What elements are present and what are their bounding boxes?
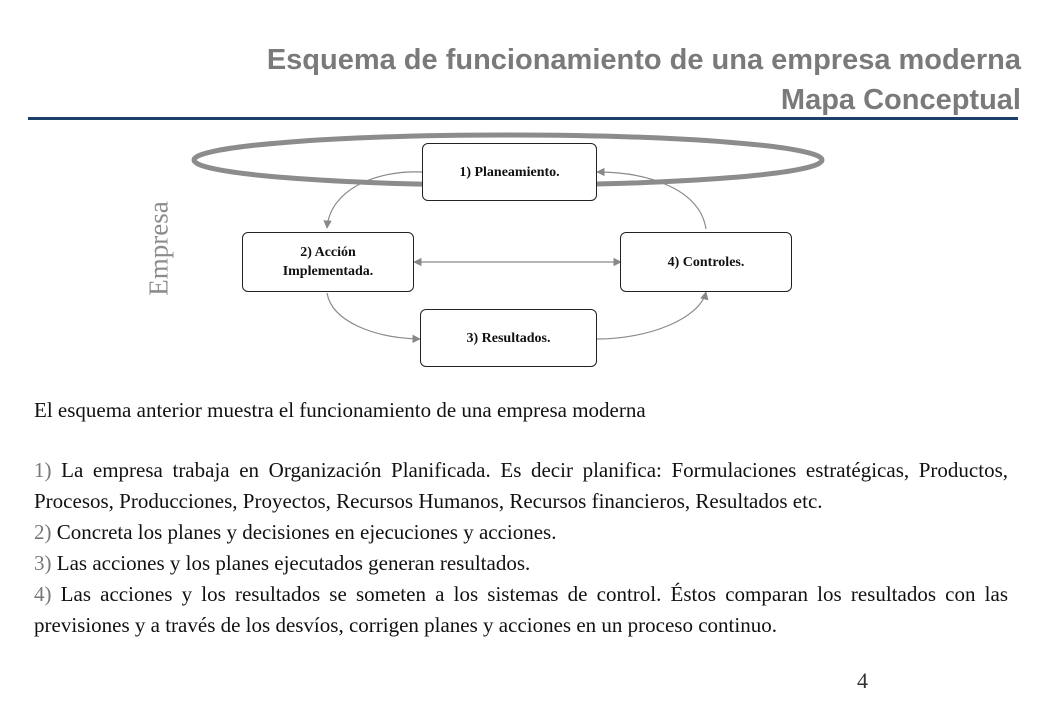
title-divider: [28, 117, 1018, 120]
node-resultados: 3) Resultados.: [420, 309, 597, 367]
arrow-resultados-to-controles: [596, 291, 709, 340]
arrow-plan-to-accion: [323, 171, 423, 229]
empresa-label-text: Empresa: [143, 200, 174, 296]
step-text: Las acciones y los planes ejecutados gen…: [51, 551, 531, 575]
node-planeamiento: 1) Planeamiento.: [422, 143, 597, 201]
slide-title: Esquema de funcionamiento de una empresa…: [266, 44, 1021, 76]
steps-list: 1) La empresa trabaja en Organización Pl…: [34, 455, 1008, 641]
step-number: 2): [34, 520, 52, 544]
step-item: 2) Concreta los planes y decisiones en e…: [34, 517, 1008, 548]
slide-subtitle: Mapa Conceptual: [780, 84, 1021, 116]
step-text: Concreta los planes y decisiones en ejec…: [51, 520, 557, 544]
empresa-side-label: Empresa: [142, 194, 176, 302]
step-text: La empresa trabaja en Organización Plani…: [34, 458, 1008, 513]
node-accion-label-line2: Implementada.: [282, 264, 374, 279]
step-number: 3): [34, 551, 52, 575]
node-controles-label: 4) Controles.: [667, 254, 745, 270]
node-resultados-label: 3) Resultados.: [466, 330, 551, 346]
page-number: 4: [857, 668, 868, 693]
step-item: 4) Las acciones y los resultados se some…: [34, 579, 1008, 641]
node-controles: 4) Controles.: [620, 232, 792, 292]
step-number: 4): [34, 582, 52, 606]
step-text: Las acciones y los resultados se someten…: [34, 582, 1008, 637]
step-item: 1) La empresa trabaja en Organización Pl…: [34, 455, 1008, 517]
arrow-accion-to-resultados: [326, 292, 421, 344]
node-accion-label-line1: 2) Acción: [300, 245, 356, 260]
arrow-controles-to-plan: [596, 167, 707, 230]
node-accion-implementada: 2) Acción Implementada.: [242, 232, 414, 292]
step-item: 3) Las acciones y los planes ejecutados …: [34, 548, 1008, 579]
intro-paragraph: El esquema anterior muestra el funcionam…: [34, 398, 646, 422]
node-planeamiento-label: 1) Planeamiento.: [459, 164, 560, 180]
step-number: 1): [34, 458, 52, 482]
